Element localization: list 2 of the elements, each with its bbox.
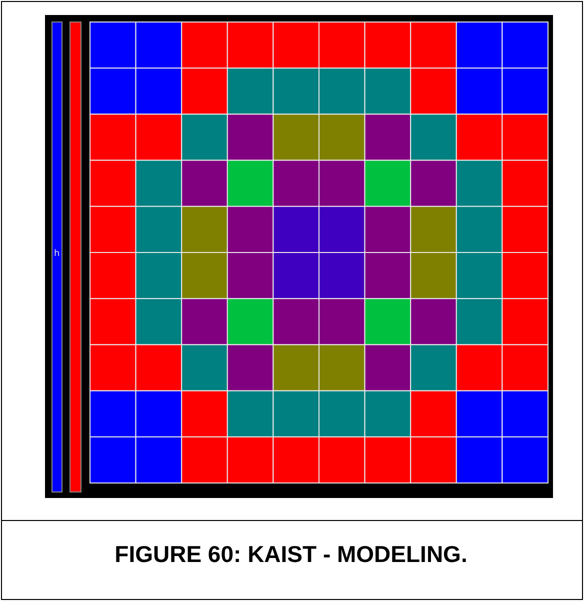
figure-caption: FIGURE 60: KAIST - MODELING. [114,540,468,569]
bar-label: h [54,249,60,259]
